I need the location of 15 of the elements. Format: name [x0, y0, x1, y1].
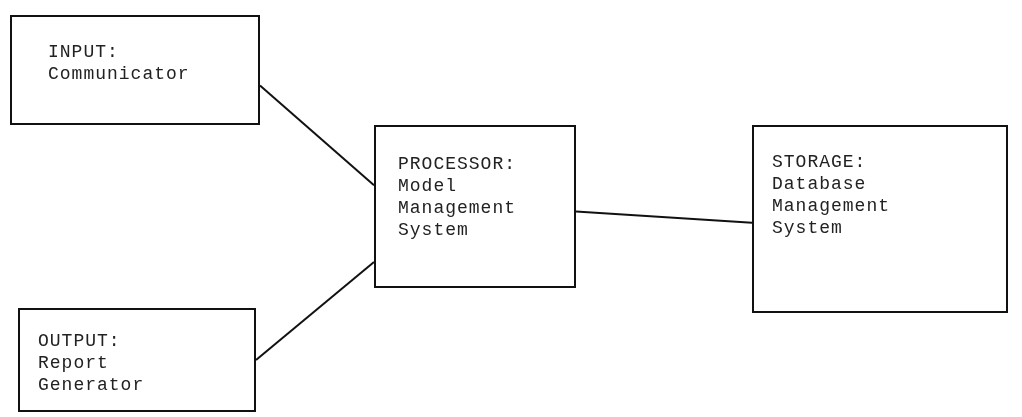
connector-line [259, 84, 375, 187]
connector-line [575, 210, 753, 224]
box-heading: PROCESSOR: [398, 153, 518, 175]
process-box [18, 308, 256, 412]
box-label: Database Management System [772, 173, 892, 239]
box-label: Model Management System [398, 175, 518, 241]
box-heading: STORAGE: [772, 151, 868, 173]
process-box [752, 125, 1008, 313]
box-label: Communicator [48, 63, 191, 85]
box-heading: INPUT: [48, 41, 120, 63]
box-heading: OUTPUT: [38, 330, 122, 352]
process-box [10, 15, 260, 125]
connector-line [255, 260, 375, 361]
process-box [374, 125, 576, 288]
box-label: Report Generator [38, 352, 146, 396]
